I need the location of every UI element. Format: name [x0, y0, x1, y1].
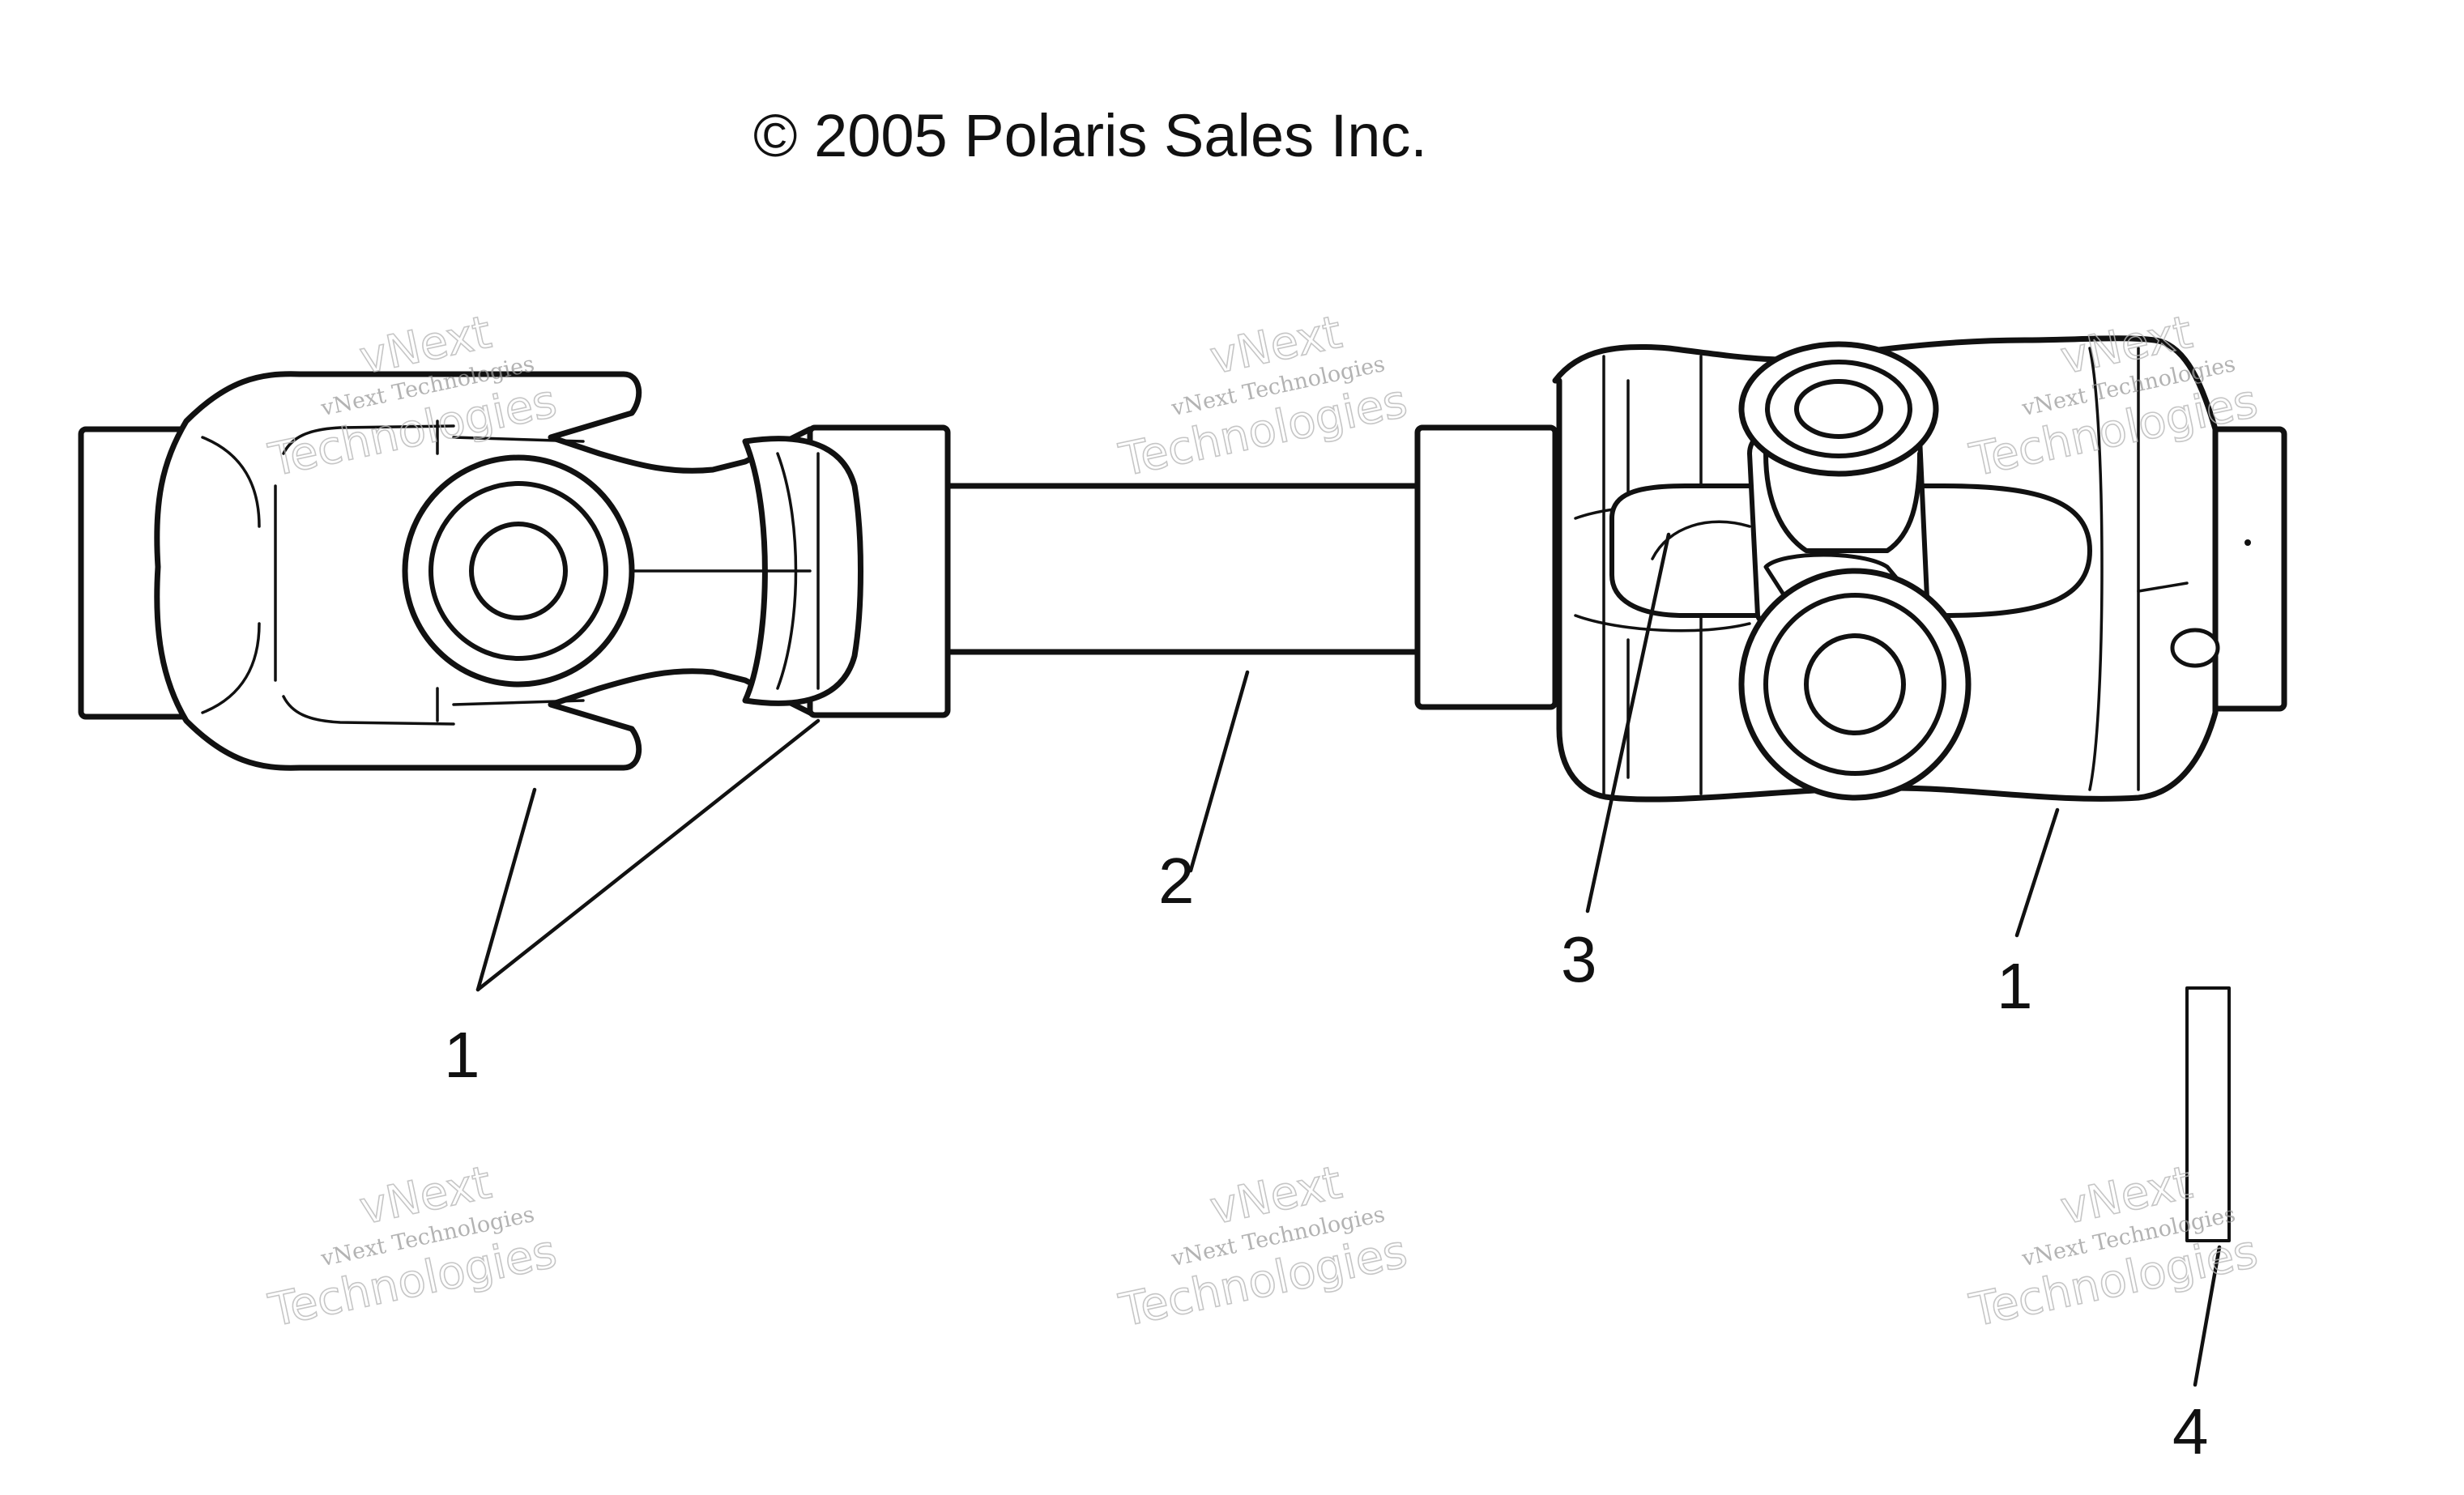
leader-lines	[475, 532, 2222, 1387]
watermark-2: vNext vNext Technologies Technologies	[1114, 305, 1412, 488]
callout-cross-bearing: 3	[1561, 923, 1597, 995]
watermark-5: vNext vNext Technologies Technologies	[1114, 1156, 1412, 1338]
callout-right-yoke: 1	[1997, 950, 2033, 1022]
center-shaft	[944, 483, 1437, 655]
watermark-4: vNext vNext Technologies Technologies	[263, 1156, 561, 1338]
left-u-joint	[78, 371, 951, 771]
callout-pin: 4	[2172, 1395, 2209, 1467]
copyright-text: © 2005 Polaris Sales Inc.	[753, 102, 1427, 169]
callout-shaft: 2	[1158, 845, 1195, 917]
right-u-joint	[1414, 335, 2287, 803]
callout-left-yoke: 1	[444, 1019, 480, 1091]
pin-part	[2185, 986, 2231, 1242]
